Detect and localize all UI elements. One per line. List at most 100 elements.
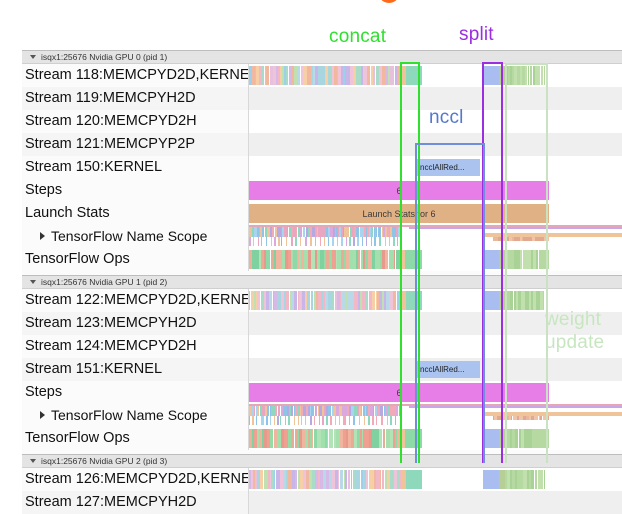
timeline-row-label[interactable]: Stream 126:MEMCPYD2D,KERNEL,MI xyxy=(22,468,248,491)
timeline-event[interactable] xyxy=(405,429,422,448)
timeline-event[interactable] xyxy=(371,237,372,246)
timeline-row[interactable]: Stream 122:MEMCPYD2D,KERNEL,MI xyxy=(22,289,622,312)
timeline-event[interactable] xyxy=(483,250,499,269)
timeline-row[interactable]: Stream 127:MEMCPYH2D xyxy=(22,491,622,514)
timeline-event[interactable] xyxy=(322,66,325,85)
timeline-track[interactable] xyxy=(248,110,622,133)
timeline-row[interactable]: Stream 126:MEMCPYD2D,KERNEL,MI xyxy=(22,468,622,491)
timeline-event[interactable] xyxy=(295,237,297,246)
timeline-event[interactable] xyxy=(372,416,374,425)
timeline-event[interactable] xyxy=(390,416,392,425)
timeline-row-label[interactable]: Stream 151:KERNEL xyxy=(22,358,248,381)
timeline-event[interactable] xyxy=(305,237,307,246)
timeline-event[interactable] xyxy=(262,66,265,85)
timeline-event[interactable] xyxy=(406,66,422,85)
timeline-event[interactable] xyxy=(349,416,351,425)
timeline-event[interactable] xyxy=(326,416,328,425)
timeline-row-label[interactable]: Stream 121:MEMCPYP2P xyxy=(22,133,248,156)
timeline-event[interactable] xyxy=(266,250,270,269)
timeline-event[interactable] xyxy=(397,237,399,246)
timeline-row[interactable]: Stream 121:MEMCPYP2P xyxy=(22,133,622,156)
timeline-row-label[interactable]: TensorFlow Ops xyxy=(22,427,248,450)
timeline-event[interactable] xyxy=(379,429,382,448)
timeline-track[interactable]: 6 xyxy=(248,381,622,404)
timeline-event[interactable] xyxy=(274,291,277,310)
timeline-row[interactable]: TensorFlow Name Scope xyxy=(22,225,622,248)
timeline-row-label[interactable]: Stream 123:MEMCPYH2D xyxy=(22,312,248,335)
timeline-event[interactable] xyxy=(547,237,549,241)
timeline-event[interactable] xyxy=(328,405,331,416)
timeline-event[interactable] xyxy=(512,429,515,448)
timeline-event[interactable] xyxy=(305,429,308,448)
timeline-event[interactable] xyxy=(269,291,272,310)
timeline-event[interactable] xyxy=(510,291,513,310)
timeline-event[interactable] xyxy=(294,416,295,425)
chevron-right-icon[interactable] xyxy=(40,411,45,419)
timeline-row-label[interactable]: Stream 124:MEMCPYD2H xyxy=(22,335,248,358)
timeline-event[interactable] xyxy=(301,416,302,425)
timeline-event[interactable] xyxy=(256,416,257,425)
timeline-event[interactable] xyxy=(367,66,370,85)
timeline-event[interactable] xyxy=(400,237,401,246)
timeline-row-label[interactable]: Stream 120:MEMCPYD2H xyxy=(22,110,248,133)
timeline-event[interactable] xyxy=(544,66,545,85)
timeline-event[interactable] xyxy=(543,291,545,310)
timeline-event[interactable] xyxy=(310,237,311,246)
timeline-event[interactable] xyxy=(368,416,370,425)
timeline-event[interactable] xyxy=(335,416,336,425)
timeline-event[interactable] xyxy=(303,226,306,237)
timeline-event[interactable] xyxy=(505,66,508,85)
timeline-event[interactable] xyxy=(261,237,262,246)
timeline-row-label[interactable]: TensorFlow Ops xyxy=(22,248,248,271)
timeline-event[interactable] xyxy=(353,416,355,425)
timeline-event[interactable] xyxy=(341,291,344,310)
timeline-event[interactable] xyxy=(397,429,400,448)
timeline-row-label[interactable]: Launch Stats xyxy=(22,202,248,225)
timeline-row[interactable]: TensorFlow Name Scope xyxy=(22,404,622,427)
timeline-event[interactable]: Launch Stats for 6 xyxy=(249,204,549,223)
timeline-event[interactable] xyxy=(297,66,300,85)
timeline-track[interactable]: ncclAllRed... xyxy=(248,358,622,381)
name-scope-sublane[interactable] xyxy=(249,237,401,246)
timeline-event[interactable] xyxy=(483,291,499,310)
timeline-event[interactable] xyxy=(483,470,499,489)
trace-viewer[interactable]: isqx1:25676 Nvidia GPU 0 (pid 1)Stream 1… xyxy=(22,50,622,461)
timeline-event[interactable] xyxy=(374,237,376,246)
timeline-track[interactable] xyxy=(248,312,622,335)
timeline-track[interactable] xyxy=(248,468,622,491)
timeline-track[interactable] xyxy=(248,225,622,248)
timeline-event[interactable] xyxy=(266,237,268,246)
timeline-track[interactable]: ncclAllRed... xyxy=(248,156,622,179)
timeline-track[interactable] xyxy=(248,87,622,110)
timeline-event[interactable] xyxy=(274,416,275,425)
timeline-event[interactable] xyxy=(270,429,273,448)
timeline-event[interactable] xyxy=(483,429,499,448)
timeline-event[interactable] xyxy=(288,416,290,425)
timeline-event[interactable] xyxy=(252,416,254,425)
nccl-allreduce-block[interactable]: ncclAllRed... xyxy=(416,159,480,176)
timeline-event[interactable] xyxy=(308,250,311,269)
timeline-event[interactable] xyxy=(280,416,281,425)
timeline-event[interactable] xyxy=(544,470,545,489)
timeline-row[interactable]: TensorFlow Ops xyxy=(22,248,622,271)
timeline-event[interactable] xyxy=(548,416,549,420)
timeline-event[interactable] xyxy=(353,237,355,246)
timeline-event[interactable] xyxy=(320,237,321,246)
timeline-event[interactable] xyxy=(400,416,402,425)
timeline-event[interactable] xyxy=(353,66,356,85)
timeline-row-label[interactable]: Stream 122:MEMCPYD2D,KERNEL,MI xyxy=(22,289,248,312)
timeline-event[interactable] xyxy=(341,237,343,246)
timeline-row-label[interactable]: Steps xyxy=(22,381,248,404)
timeline-event[interactable] xyxy=(294,291,298,310)
timeline-event[interactable] xyxy=(285,416,286,425)
timeline-event[interactable] xyxy=(339,416,341,425)
timeline-track[interactable] xyxy=(248,491,622,514)
timeline-event[interactable] xyxy=(340,470,343,489)
timeline-track[interactable] xyxy=(248,64,622,87)
timeline-event[interactable] xyxy=(291,405,294,416)
timeline-track[interactable] xyxy=(248,248,622,271)
timeline-event[interactable] xyxy=(538,66,541,85)
